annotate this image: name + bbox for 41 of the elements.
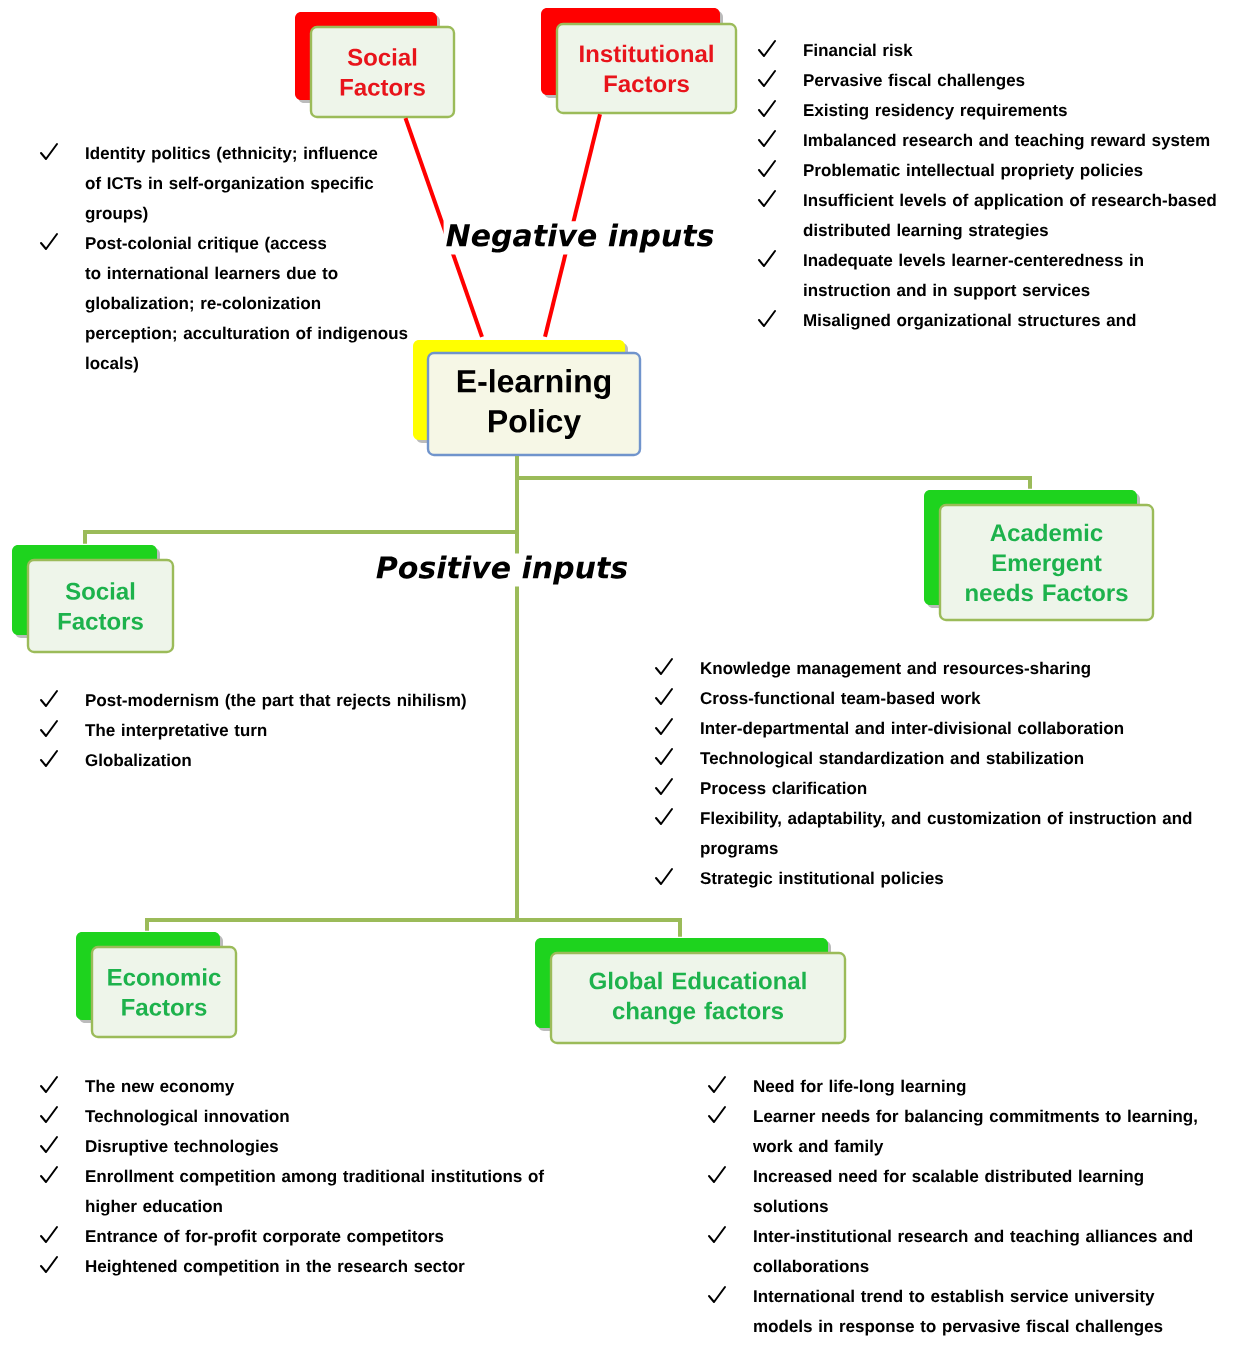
- list-item: Problematic intellectual propriety policies: [804, 163, 1143, 180]
- list-item: Knowledge management and resources-sharing: [701, 661, 1090, 678]
- list-item: Enrollment competition among traditional institutions of higher education: [86, 1169, 545, 1216]
- list-item: Identity politics (ethnicity; influence of ICTs in self-organization specific groups): [85, 146, 378, 223]
- list-item: The new economy: [85, 1079, 235, 1096]
- list-item: Technological standardization and stabilization: [700, 751, 1084, 768]
- list-item: Technological innovation: [85, 1109, 289, 1126]
- list-item: Inter-institutional research and teaching alliances and collaborations: [753, 1229, 1193, 1273]
- list-item: Pervasive fiscal challenges: [804, 73, 1025, 90]
- section-label: Negative inputs: [443, 221, 717, 255]
- connector-line: [403, 117, 484, 338]
- factor-box: E-learning Policy: [413, 340, 642, 457]
- factor-box: Institutional Factors: [541, 8, 738, 115]
- list-item: Post-colonial critique (access to international learners due to globalization; re-colonization perception; acculturation of indigenous locals): [85, 236, 408, 373]
- factor-box: Global Educational change factors: [535, 938, 847, 1045]
- factor-box: Social Factors: [295, 12, 456, 119]
- list-item: Strategic institutional policies: [700, 871, 943, 888]
- factor-box: Social Factors: [12, 545, 175, 654]
- list-item: Globalization: [85, 753, 191, 767]
- factor-box: Academic Emergent needs Factors: [924, 490, 1155, 622]
- list-item: Process clarification: [701, 781, 867, 795]
- list-item: Inter-departmental and inter-divisional collaboration: [701, 721, 1124, 738]
- list-item: International trend to establish service university models in response to pervasive fiscal challenges: [754, 1289, 1163, 1336]
- list-item: Flexibility, adaptability, and customization of instruction and programs: [701, 811, 1192, 858]
- list-item: Financial risk: [804, 43, 913, 57]
- list-item: Insufficient levels of application of research-based distributed learning strategies: [803, 193, 1216, 240]
- list-item: Learner needs for balancing commitments to learning, work and family: [752, 1109, 1197, 1156]
- list-item: Misaligned organizational structures and: [804, 313, 1136, 330]
- factor-box: Economic Factors: [76, 932, 238, 1039]
- list-item: Existing residency requirements: [804, 103, 1067, 120]
- list-item: Need for life-long learning: [754, 1079, 966, 1096]
- list-item: Cross-functional team-based work: [700, 691, 981, 705]
- list-item: Increased need for scalable distributed learning solutions: [753, 1169, 1143, 1213]
- section-label: Positive inputs: [373, 553, 631, 587]
- list-item: Imbalanced research and teaching reward system: [804, 133, 1210, 150]
- list-item: The interpretative turn: [85, 723, 267, 740]
- list-item: Heightened competition in the research sector: [86, 1259, 465, 1276]
- list-item: Entrance of for-profit corporate competitors: [86, 1229, 444, 1246]
- list-item: Post-modernism (the part that rejects nihilism): [86, 693, 466, 710]
- list-item: Disruptive technologies: [86, 1139, 278, 1156]
- list-item: Inadequate levels learner-centeredness in instruction and in support services: [804, 253, 1143, 300]
